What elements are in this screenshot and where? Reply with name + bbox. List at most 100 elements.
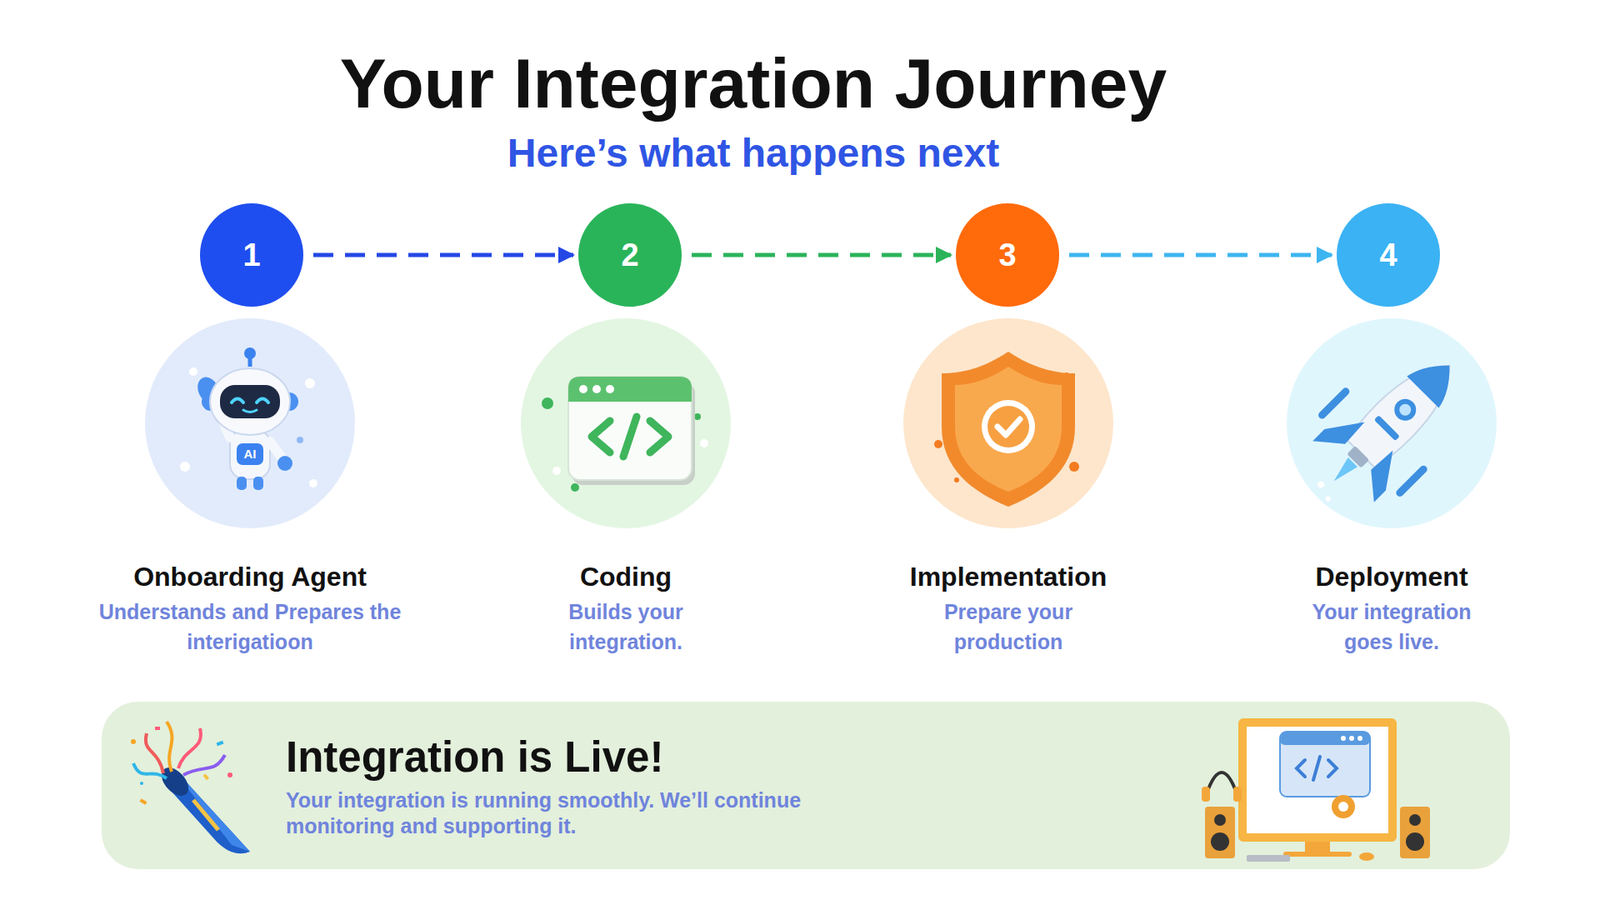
robot-icon — [180, 347, 318, 490]
code-window-icon-part — [568, 376, 692, 480]
computer-icon-part — [1359, 852, 1375, 861]
page-title: Your Integration Journey — [340, 45, 1168, 122]
step-icon-circle: Onboarding AgentUnderstands and Prepares… — [87, 318, 413, 658]
party-popper-icon-part — [140, 781, 144, 785]
party-popper-icon-part — [227, 772, 233, 778]
robot-icon-part — [180, 461, 190, 472]
party-popper-icon-part — [183, 755, 225, 775]
computer-icon-part — [1201, 786, 1210, 802]
computer-icon-part — [1400, 806, 1430, 859]
subtitle: Here’s what happens next — [507, 131, 1000, 176]
rocket-icon-part — [1406, 350, 1465, 409]
code-window-icon-part — [591, 420, 610, 453]
robot-icon-part — [243, 410, 257, 413]
robot-icon-part — [231, 399, 244, 404]
computer-icon-part — [1296, 760, 1305, 777]
robot-icon-part — [253, 476, 264, 490]
computer-icon-part — [1409, 814, 1421, 826]
step-description: Prepare your production — [931, 596, 1086, 658]
shield-icon-part — [997, 419, 1020, 435]
shield-icon-part — [981, 400, 1035, 454]
party-popper-icon — [130, 721, 250, 854]
computer-icon-part — [1246, 855, 1290, 862]
code-window-icon-part — [623, 416, 637, 457]
party-popper-icon-part — [178, 728, 201, 769]
step-heading: Onboarding Agent — [87, 560, 413, 594]
robot-icon-part — [230, 429, 270, 480]
computer-icon-part — [1280, 731, 1370, 797]
step-heading: Deployment — [1285, 560, 1499, 594]
party-popper-icon-part — [166, 721, 172, 772]
rocket-icon-part — [1315, 480, 1325, 490]
robot-icon-part — [244, 347, 256, 360]
computer-icon-part — [1331, 795, 1355, 819]
step-icon-circle: DeploymentYour integration goes live. — [1285, 318, 1499, 658]
robot-icon-part — [277, 455, 293, 471]
robot-icon-part — [305, 378, 315, 389]
code-window-icon — [541, 376, 709, 492]
step-heading: Coding — [520, 560, 731, 594]
step-description: Your integration is running smoothly. We… — [285, 787, 820, 840]
computer-icon-part — [1214, 814, 1226, 826]
step-number-circle: 3 — [955, 203, 1060, 307]
icon-grounds-part — [520, 318, 731, 529]
computer-icon-part — [1328, 760, 1337, 777]
step-heading: Integration is Live! — [285, 733, 1510, 783]
step-number: 3 — [998, 237, 1016, 274]
step-description: Understands and Prepares the interigatio… — [95, 596, 405, 658]
computer-icon-part — [1206, 772, 1237, 794]
step-description: Builds your integration. — [555, 596, 697, 658]
icon-grounds-part — [903, 318, 1114, 529]
band-ground — [101, 701, 1510, 870]
step-number-circle: 2 — [578, 203, 682, 307]
party-popper-icon-part — [140, 798, 148, 805]
step-number-circle: 1 — [200, 203, 304, 307]
computer-icon — [1201, 718, 1430, 862]
party-popper-icon-part — [155, 726, 160, 730]
computer-icon-part — [1283, 851, 1352, 857]
step-number: 2 — [620, 237, 639, 274]
code-window-icon-part — [552, 466, 561, 475]
dashed-arrow — [313, 253, 574, 258]
step-number-circle: 4 — [1336, 203, 1440, 307]
dashed-arrow — [1069, 253, 1332, 258]
computer-icon-part — [1357, 735, 1363, 741]
rocket-icon-part — [1396, 401, 1414, 419]
shield-icon-part — [955, 366, 1062, 492]
rocket-icon-part — [1390, 394, 1421, 425]
code-window-icon-part — [700, 439, 709, 448]
code-window-icon-part — [650, 420, 669, 453]
rocket-icon-part — [1329, 457, 1358, 486]
code-window-icon-part — [694, 413, 701, 420]
computer-icon-part — [1280, 731, 1370, 745]
computer-icon-part — [1349, 735, 1355, 741]
shield-icon-part — [941, 351, 1075, 507]
robot-icon-part — [296, 436, 304, 444]
robot-icon-part — [236, 476, 247, 490]
shield-icon-part — [934, 440, 943, 449]
icon-grounds — [145, 318, 1497, 529]
code-window-icon-part — [570, 483, 580, 492]
computer-icon-part — [1313, 756, 1320, 780]
rocket-icon-part — [1322, 391, 1346, 415]
icon-grounds-part — [1286, 318, 1497, 529]
computer-icon-part — [1238, 718, 1397, 842]
robot-icon-part — [256, 399, 269, 404]
rocket-icon — [1281, 326, 1489, 534]
code-window-icon-part — [568, 376, 692, 402]
robot-icon-part — [309, 479, 318, 488]
code-window-icon-part — [579, 385, 588, 394]
party-popper-icon-part — [178, 773, 250, 852]
shield-icon-part — [987, 405, 1030, 448]
rocket-icon-part — [1400, 469, 1424, 493]
party-popper-icon-part — [145, 733, 164, 774]
shield-icon-part — [954, 477, 960, 483]
step-description: Your integration goes live. — [1294, 596, 1490, 658]
computer-icon-part — [1246, 726, 1389, 834]
code-window-icon-part — [541, 397, 554, 410]
step-number: 4 — [1379, 237, 1397, 274]
rocket-icon-part — [1324, 495, 1331, 502]
robot-icon-part — [236, 443, 264, 465]
code-window-icon-part — [592, 385, 601, 394]
computer-icon-part — [1405, 832, 1425, 851]
